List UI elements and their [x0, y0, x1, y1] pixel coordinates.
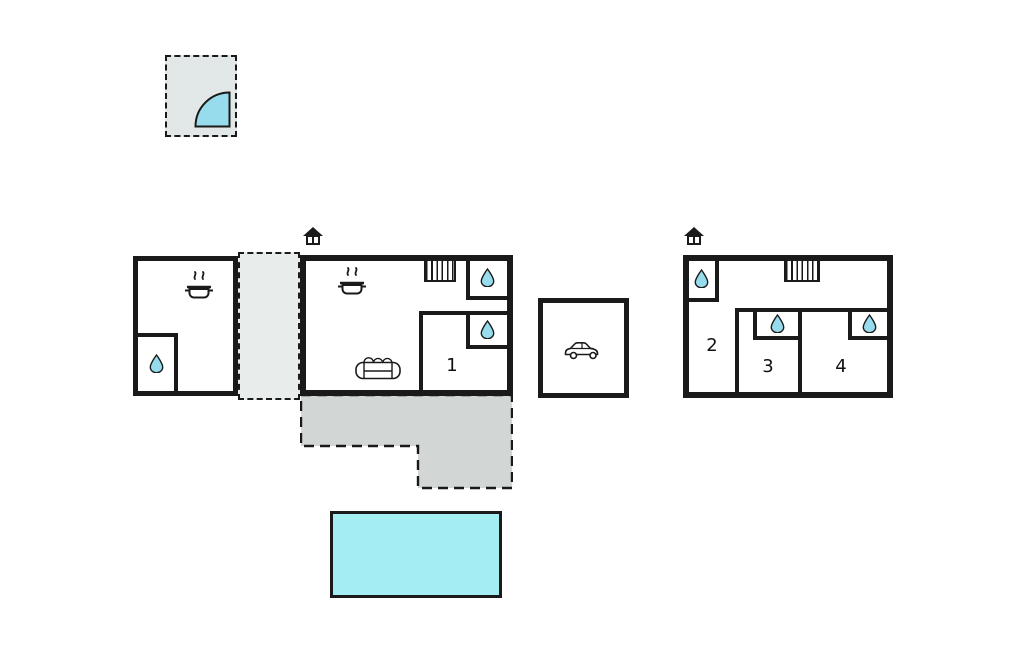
interior-wall [466, 345, 507, 349]
house-entrance-icon [684, 227, 704, 245]
bedroom-1-label: 1 [446, 355, 458, 376]
interior-wall [735, 308, 739, 392]
stairs-icon [424, 261, 456, 282]
bedroom-building: 2 3 4 [683, 255, 893, 398]
interior-wall [848, 312, 852, 340]
bedroom-2-label: 2 [706, 335, 718, 356]
cooking-pot-with-steam-icon [336, 266, 368, 298]
door-swing-icon [193, 90, 231, 128]
interior-wall [753, 312, 757, 340]
main-building: 1 [300, 255, 513, 396]
cooking-pot-with-steam-icon [183, 270, 215, 302]
stairs-icon [784, 261, 820, 282]
water-drop-icon [862, 314, 877, 333]
interior-wall [466, 261, 470, 300]
interior-wall [466, 296, 507, 300]
interior-wall [715, 261, 719, 302]
interior-wall [138, 333, 178, 337]
water-drop-icon [149, 354, 164, 373]
terrace-area [300, 394, 513, 490]
car-icon [563, 339, 603, 361]
interior-wall [419, 311, 507, 315]
outbuilding [165, 55, 237, 137]
covered-passage-area [238, 252, 300, 400]
interior-wall [419, 311, 423, 390]
house-entrance-icon [303, 227, 323, 245]
swimming-pool [330, 511, 502, 598]
water-drop-icon [770, 314, 785, 333]
water-drop-icon [694, 269, 709, 288]
garage-building [538, 298, 629, 398]
interior-wall [735, 308, 887, 312]
annex-building [133, 256, 238, 396]
water-drop-icon [480, 268, 495, 287]
interior-wall [798, 308, 802, 392]
interior-wall [466, 315, 470, 349]
bedroom-3-label: 3 [762, 356, 774, 377]
sofa-icon [355, 357, 401, 381]
interior-wall [174, 333, 178, 391]
interior-wall [848, 336, 887, 340]
bedroom-4-label: 4 [835, 356, 847, 377]
interior-wall [689, 298, 719, 302]
water-drop-icon [480, 320, 495, 339]
interior-wall [753, 336, 802, 340]
